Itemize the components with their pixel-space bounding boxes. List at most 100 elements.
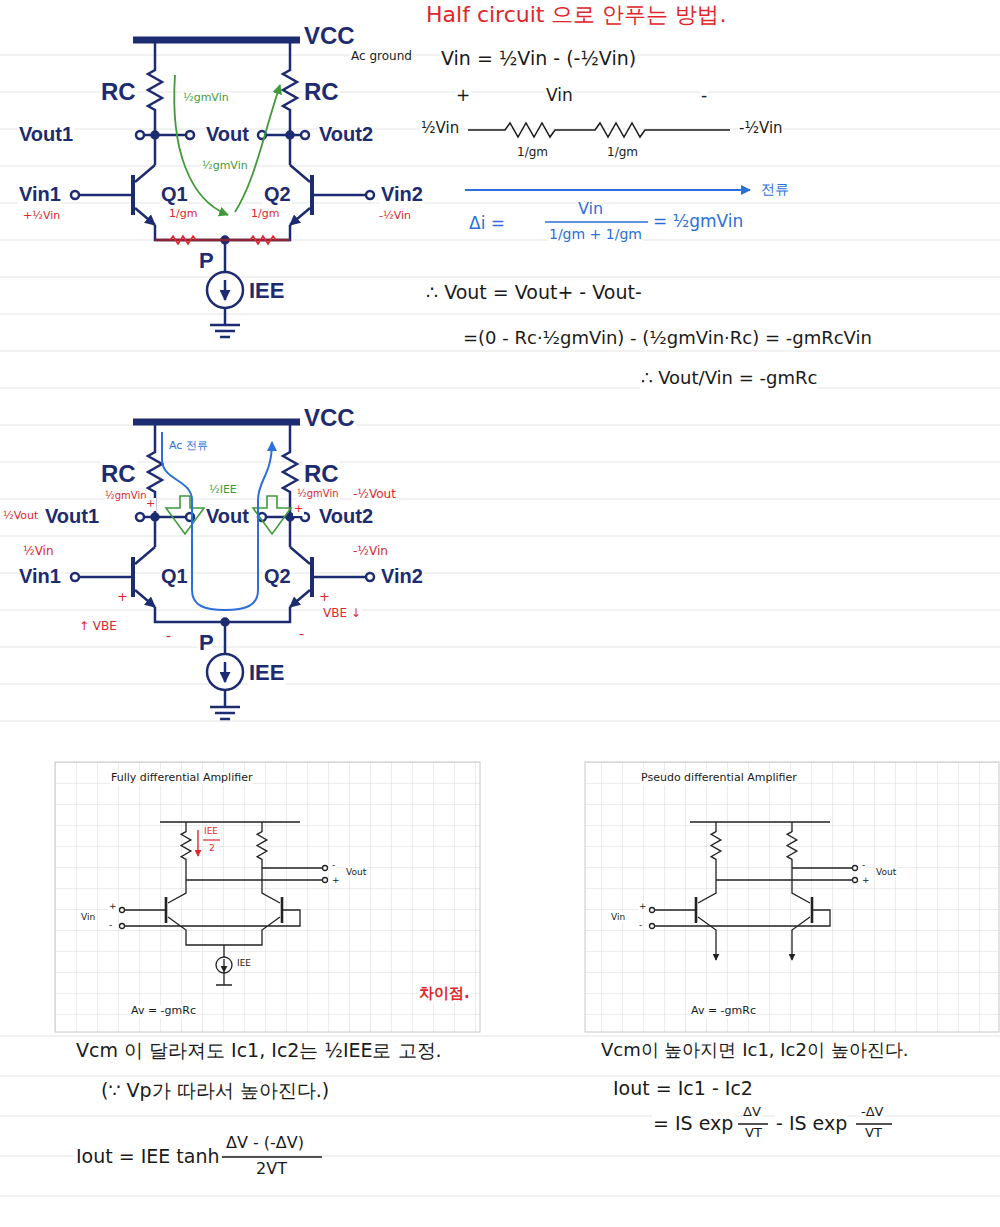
red-annotation: - [165, 628, 172, 644]
red-annotation: ½Vout [2, 510, 39, 523]
current-funnel [166, 496, 204, 534]
notebook-rule [0, 55, 1000, 1196]
terminal [120, 924, 125, 929]
green-annotation: ½gmVin [201, 160, 249, 173]
handwritten-note: Pseudo differential Amplifier [640, 772, 798, 785]
handwritten-note: -½Vin [738, 120, 784, 137]
handwritten-note: Fully differential Amplifier [110, 772, 253, 785]
fully-differential-sketch [120, 822, 328, 985]
blue-annotation: Vin [577, 200, 604, 218]
handwritten-note: - [700, 86, 708, 106]
red-annotation: -½Vin [378, 210, 412, 223]
terminal [853, 878, 858, 883]
circuit-label: RC [100, 460, 137, 488]
circuit-label: Vout [205, 505, 250, 528]
circuit-label: Q2 [263, 565, 292, 588]
handwritten-note: Vout [875, 867, 897, 877]
fraction-bar [203, 839, 220, 840]
resistor-symbol [787, 828, 797, 863]
fraction-bar [545, 221, 648, 223]
resistor-symbol [148, 65, 162, 115]
red-annotation: ↑ VBE [78, 620, 118, 634]
handwritten-note: Vcm이 높아지면 Ic1, Ic2이 높아진다. [600, 1040, 909, 1061]
resistor-symbol [283, 65, 297, 115]
junction-dot [287, 132, 294, 139]
base-bar [696, 897, 812, 923]
handwritten-note: Vin [545, 86, 574, 106]
circuit-label: Vout2 [318, 505, 374, 528]
resistor-sketch [468, 123, 730, 137]
current-source [207, 272, 243, 308]
handwritten-note: ΔV [742, 1105, 762, 1120]
current-arrow [223, 959, 224, 972]
terminal [71, 191, 79, 199]
handwritten-note: + [455, 86, 471, 106]
red-annotation: ½gmVin [104, 490, 148, 502]
pseudo-differential-sketch [650, 822, 858, 960]
circuit-label: Q1 [160, 183, 189, 206]
base-wire [79, 194, 366, 197]
blue-annotation: Ac 전류 [168, 440, 209, 453]
circuit-label: Vout1 [44, 505, 100, 528]
current-source [216, 957, 232, 973]
junction-dot [152, 132, 159, 139]
circuit-label: Vout1 [18, 123, 74, 146]
handwritten-note: Vin [610, 912, 626, 922]
circuit-label: Q1 [160, 565, 189, 588]
handwritten-note: =(0 - Rc·½gmVin) - (½gmVin·Rc) = -gmRcVi… [462, 328, 873, 349]
handwritten-note: VT [864, 1126, 883, 1141]
circuit-label: Q2 [263, 183, 292, 206]
red-annotation: + [116, 590, 129, 605]
red-annotation: + [293, 503, 304, 516]
handwritten-note: Iout = IEE tanh [75, 1146, 221, 1168]
wire [155, 40, 290, 165]
differential-pair-circuit [71, 40, 374, 337]
terminal [853, 866, 858, 871]
current-arrow [197, 830, 198, 856]
handwritten-note: Ac ground [350, 50, 413, 64]
handwritten-note: ∴ Vout/Vin = -gmRc [640, 368, 818, 389]
handwritten-note: Iout = Ic1 - Ic2 [612, 1078, 754, 1100]
grid-panel [585, 762, 999, 1032]
handwritten-note: + [331, 875, 341, 885]
red-annotation: -½Vout [352, 488, 397, 502]
handwritten-note: - [861, 860, 866, 870]
handwritten-note: Av = -gmRc [690, 1005, 757, 1018]
terminal [186, 131, 194, 139]
circuit-label: Vin1 [18, 183, 62, 206]
red-annotation: ½gmVin [296, 488, 340, 500]
wire [125, 822, 322, 985]
circuit-label: RC [100, 78, 137, 106]
red-annotation: ½Vin [22, 545, 55, 559]
circuit-label: RC [303, 460, 340, 488]
handwritten-note: Vin [80, 912, 96, 922]
handwritten-note: ½Vin [420, 120, 460, 137]
handwritten-note: - [108, 920, 113, 930]
handwritten-note: - IS exp [775, 1113, 848, 1135]
supply-rail [133, 37, 300, 44]
handwritten-note: ΔV - (-ΔV) [225, 1134, 305, 1152]
blue-annotation: = ½gmVin [652, 212, 744, 232]
handwritten-note: VT [744, 1126, 763, 1141]
green-annotation: ½IEE [208, 484, 238, 497]
red-annotation: -½Vin [352, 545, 389, 559]
handwritten-note: 1/gm [516, 146, 549, 160]
resistor-symbol [711, 828, 721, 863]
handwritten-note: ∴ Vout = Vout+ - Vout- [425, 282, 643, 304]
terminal [120, 908, 125, 913]
red-annotation: 1/gm [168, 208, 198, 221]
page-heading: Half circuit 으로 안푸는 방법. [425, 2, 727, 27]
circuit-label: VCC [303, 404, 356, 432]
current-arrow [224, 280, 227, 300]
red-annotation: - [298, 626, 305, 642]
resistor-symbol [257, 828, 267, 863]
terminal [301, 131, 309, 139]
circuit-label: IEE [248, 660, 285, 685]
emitter-lead [290, 208, 310, 225]
handwritten-note: Vcm 이 달라져도 Ic1, Ic2는 ½IEE로 고정. [75, 1040, 443, 1062]
circuit-label: VCC [303, 22, 356, 50]
terminal [323, 878, 328, 883]
handwritten-note: + [108, 901, 118, 911]
handwritten-note: Vout [345, 867, 367, 877]
